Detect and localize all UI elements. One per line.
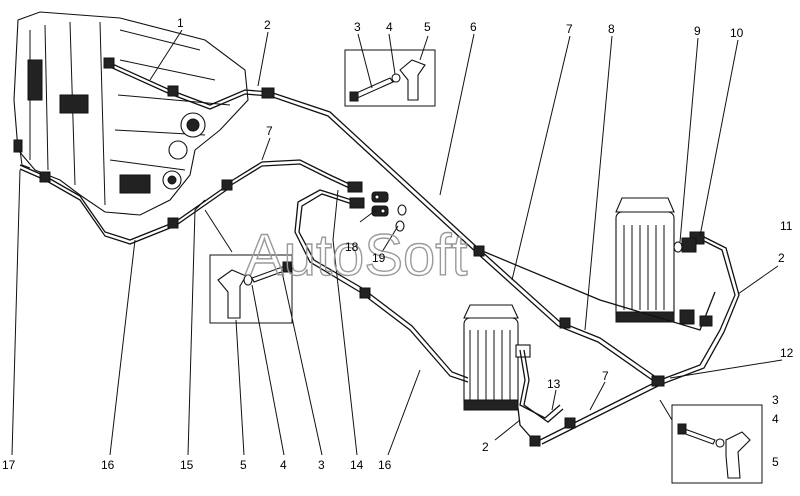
callout-5-bottom: 5 <box>240 458 247 472</box>
callout-2-bottom: 2 <box>482 440 489 454</box>
o-ring-icon <box>395 204 407 232</box>
callout-15: 15 <box>180 458 194 472</box>
watermark-text: AutoSoft <box>245 223 467 288</box>
bracket-icon <box>217 269 247 319</box>
callout-2-right: 2 <box>778 251 785 265</box>
callout-5-right: 5 <box>772 455 779 469</box>
callout-4: 4 <box>386 20 393 34</box>
callout-9: 9 <box>694 24 701 38</box>
fittings <box>39 57 713 447</box>
callout-6: 6 <box>470 20 477 34</box>
callout-4-bottom: 4 <box>280 458 287 472</box>
oil-cooler-left <box>463 304 531 411</box>
callout-16-left: 16 <box>101 458 115 472</box>
callout-5: 5 <box>424 20 431 34</box>
callout-1: 1 <box>177 16 184 30</box>
callout-17: 17 <box>2 458 16 472</box>
detail-box-mid <box>209 254 293 324</box>
washer-icon <box>715 438 725 448</box>
washer-icon <box>243 274 253 286</box>
callout-18: 18 <box>345 240 359 254</box>
callout-16-right: 16 <box>378 458 392 472</box>
callout-3-bottom: 3 <box>318 458 325 472</box>
bracket-icon <box>725 431 751 479</box>
bolt-icon <box>349 77 394 102</box>
bolt-icon <box>677 423 716 445</box>
callout-4-right: 4 <box>772 412 779 426</box>
callout-7-lower: 7 <box>602 369 609 383</box>
oil-cooler-right <box>615 197 675 323</box>
callout-13: 13 <box>547 377 561 391</box>
callout-7-upper: 7 <box>266 124 273 138</box>
fitting-9-10 <box>673 237 697 325</box>
callout-3: 3 <box>354 20 361 34</box>
callout-14: 14 <box>350 458 364 472</box>
callout-8: 8 <box>608 22 615 36</box>
callout-2: 2 <box>264 18 271 32</box>
leader-lines <box>11 29 783 456</box>
callout-12: 12 <box>780 346 794 360</box>
callout-10: 10 <box>730 26 744 40</box>
callout-19: 19 <box>372 251 386 265</box>
callout-3-right: 3 <box>772 393 779 407</box>
detail-box-top <box>344 49 436 107</box>
detail-box-bottom <box>671 404 763 484</box>
bracket-icon <box>399 59 426 101</box>
callout-7: 7 <box>566 22 573 36</box>
callout-labels: 1 2 3 4 5 6 7 8 9 10 11 7 2 12 13 7 2 3 … <box>2 16 794 472</box>
washer-icon <box>391 73 401 83</box>
clamp-icon <box>371 191 389 217</box>
callout-11: 11 <box>780 219 793 233</box>
gearbox-housing-icon <box>13 11 249 216</box>
bolt-icon <box>251 261 292 283</box>
